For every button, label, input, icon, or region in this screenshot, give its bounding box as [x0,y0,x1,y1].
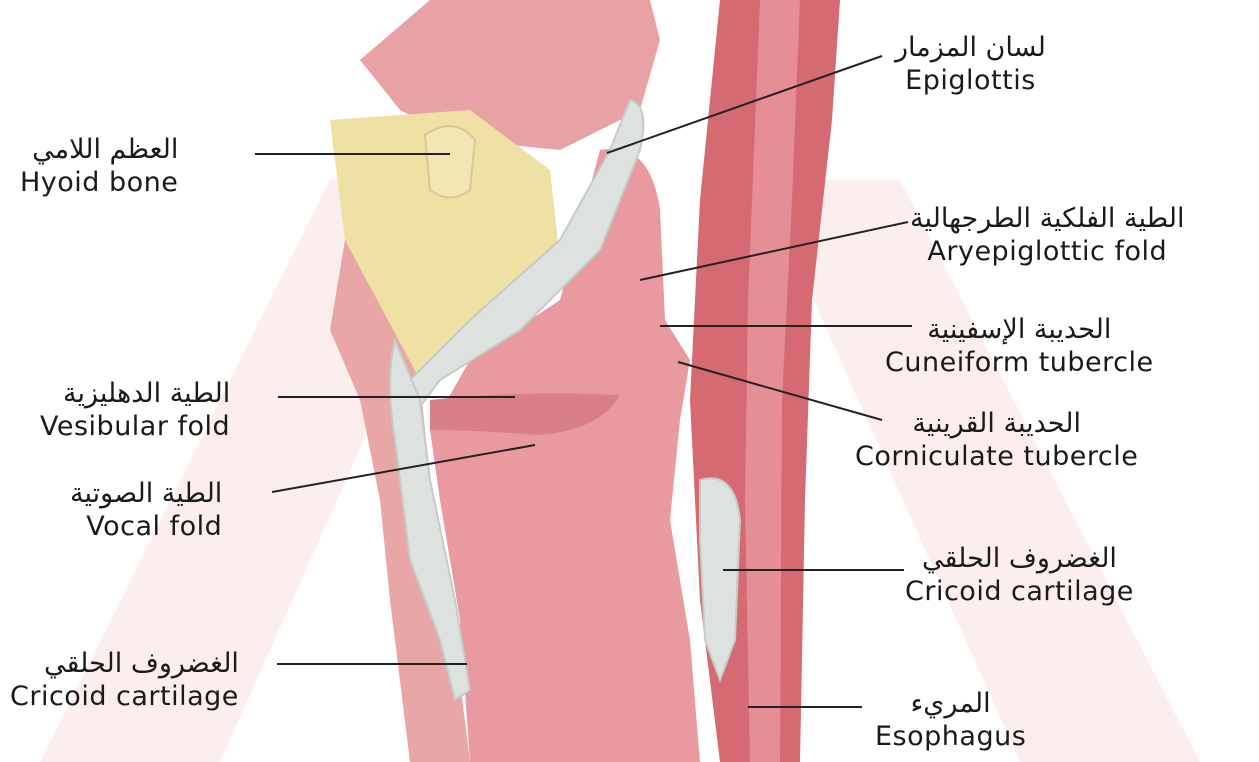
label-en: Aryepiglottic fold [910,238,1185,265]
label-esophagus: المريء Esophagus [875,690,1026,750]
label-en: Cricoid cartilage [905,578,1134,605]
label-ar: الغضروف الحلقي [905,545,1134,572]
label-ar: الطية الصوتية [70,480,222,507]
label-en: Epiglottis [895,67,1046,94]
label-ar: الحديبة القرينية [855,410,1138,437]
label-en: Hyoid bone [20,169,178,196]
hyoid-bone-shape [425,126,475,197]
label-en: Cuneiform tubercle [885,349,1154,376]
label-cuneiform: الحديبة الإسفينية Cuneiform tubercle [885,316,1154,376]
label-en: Esophagus [875,723,1026,750]
label-ar: الطية الفلكية الطرجهالية [910,205,1185,232]
label-corniculate: الحديبة القرينية Corniculate tubercle [855,410,1138,470]
label-aryepiglottic: الطية الفلكية الطرجهالية Aryepiglottic f… [910,205,1185,265]
label-vocal: الطية الصوتية Vocal fold [70,480,222,540]
label-cricoid-left: الغضروف الحلقي Cricoid cartilage [10,650,239,710]
label-hyoid: العظم اللامي Hyoid bone [20,136,178,196]
label-ar: الحديبة الإسفينية [885,316,1154,343]
label-en: Vocal fold [70,513,222,540]
label-epiglottis: لسان المزمار Epiglottis [895,34,1046,94]
label-en: Vesibular fold [40,413,230,440]
label-ar: العظم اللامي [20,136,178,163]
label-vestibular: الطية الدهليزية Vesibular fold [40,380,230,440]
label-ar: لسان المزمار [895,34,1046,61]
label-en: Cricoid cartilage [10,683,239,710]
label-ar: الطية الدهليزية [40,380,230,407]
label-ar: المريء [875,690,1026,717]
label-cricoid-right: الغضروف الحلقي Cricoid cartilage [905,545,1134,605]
label-en: Corniculate tubercle [855,443,1138,470]
label-ar: الغضروف الحلقي [10,650,239,677]
